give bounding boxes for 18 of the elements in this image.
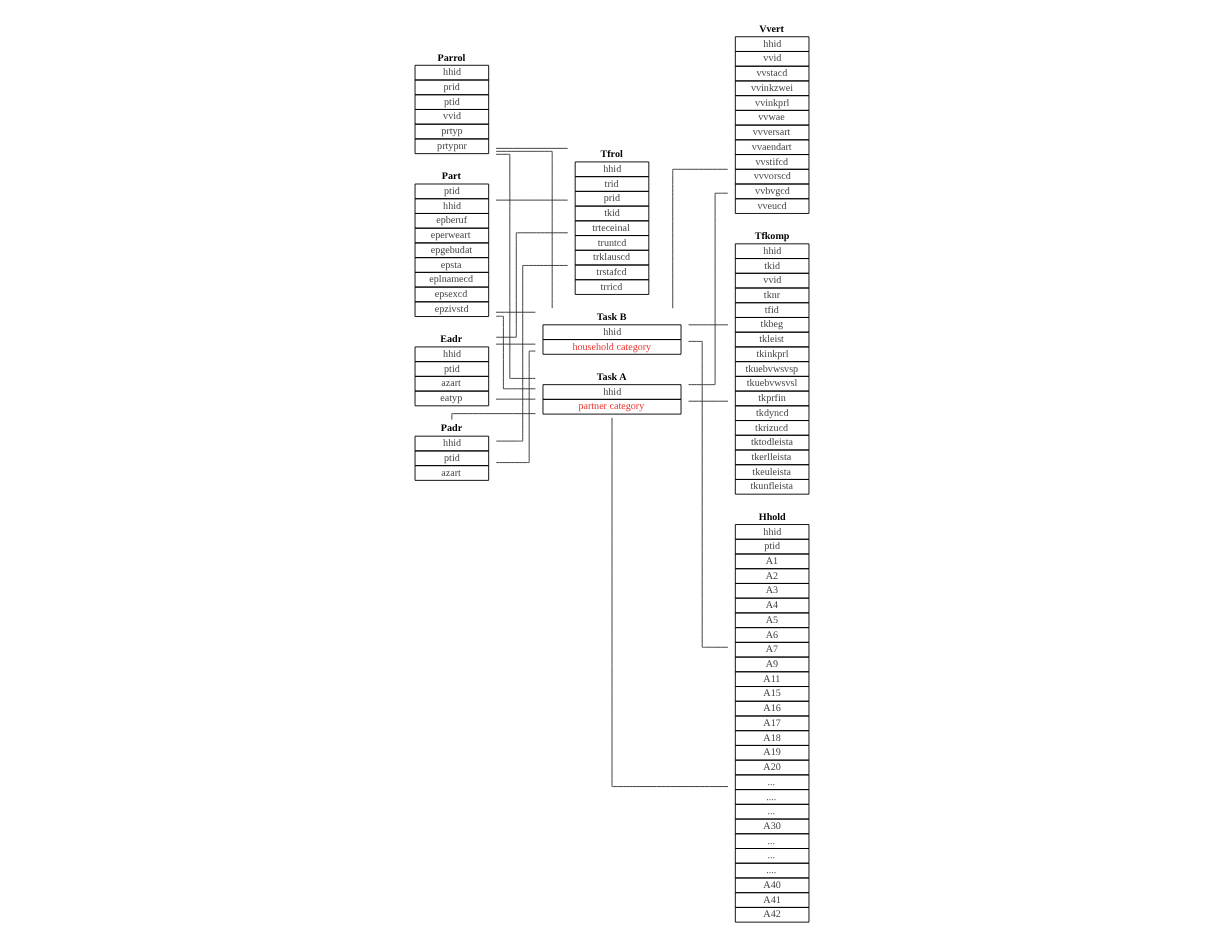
connector	[495, 311, 536, 313]
connector	[688, 192, 729, 386]
connector	[495, 265, 569, 442]
connector	[495, 147, 569, 149]
connector	[451, 413, 536, 421]
connector	[688, 324, 729, 326]
connector	[495, 232, 569, 338]
connector	[688, 400, 729, 402]
connector	[495, 315, 536, 390]
connector	[495, 150, 553, 309]
connector	[495, 350, 536, 464]
connector	[495, 398, 536, 400]
connector	[611, 417, 729, 787]
connector	[495, 343, 536, 345]
connector	[688, 340, 729, 648]
connector	[495, 199, 569, 201]
connector	[672, 168, 729, 309]
connector	[495, 153, 536, 379]
